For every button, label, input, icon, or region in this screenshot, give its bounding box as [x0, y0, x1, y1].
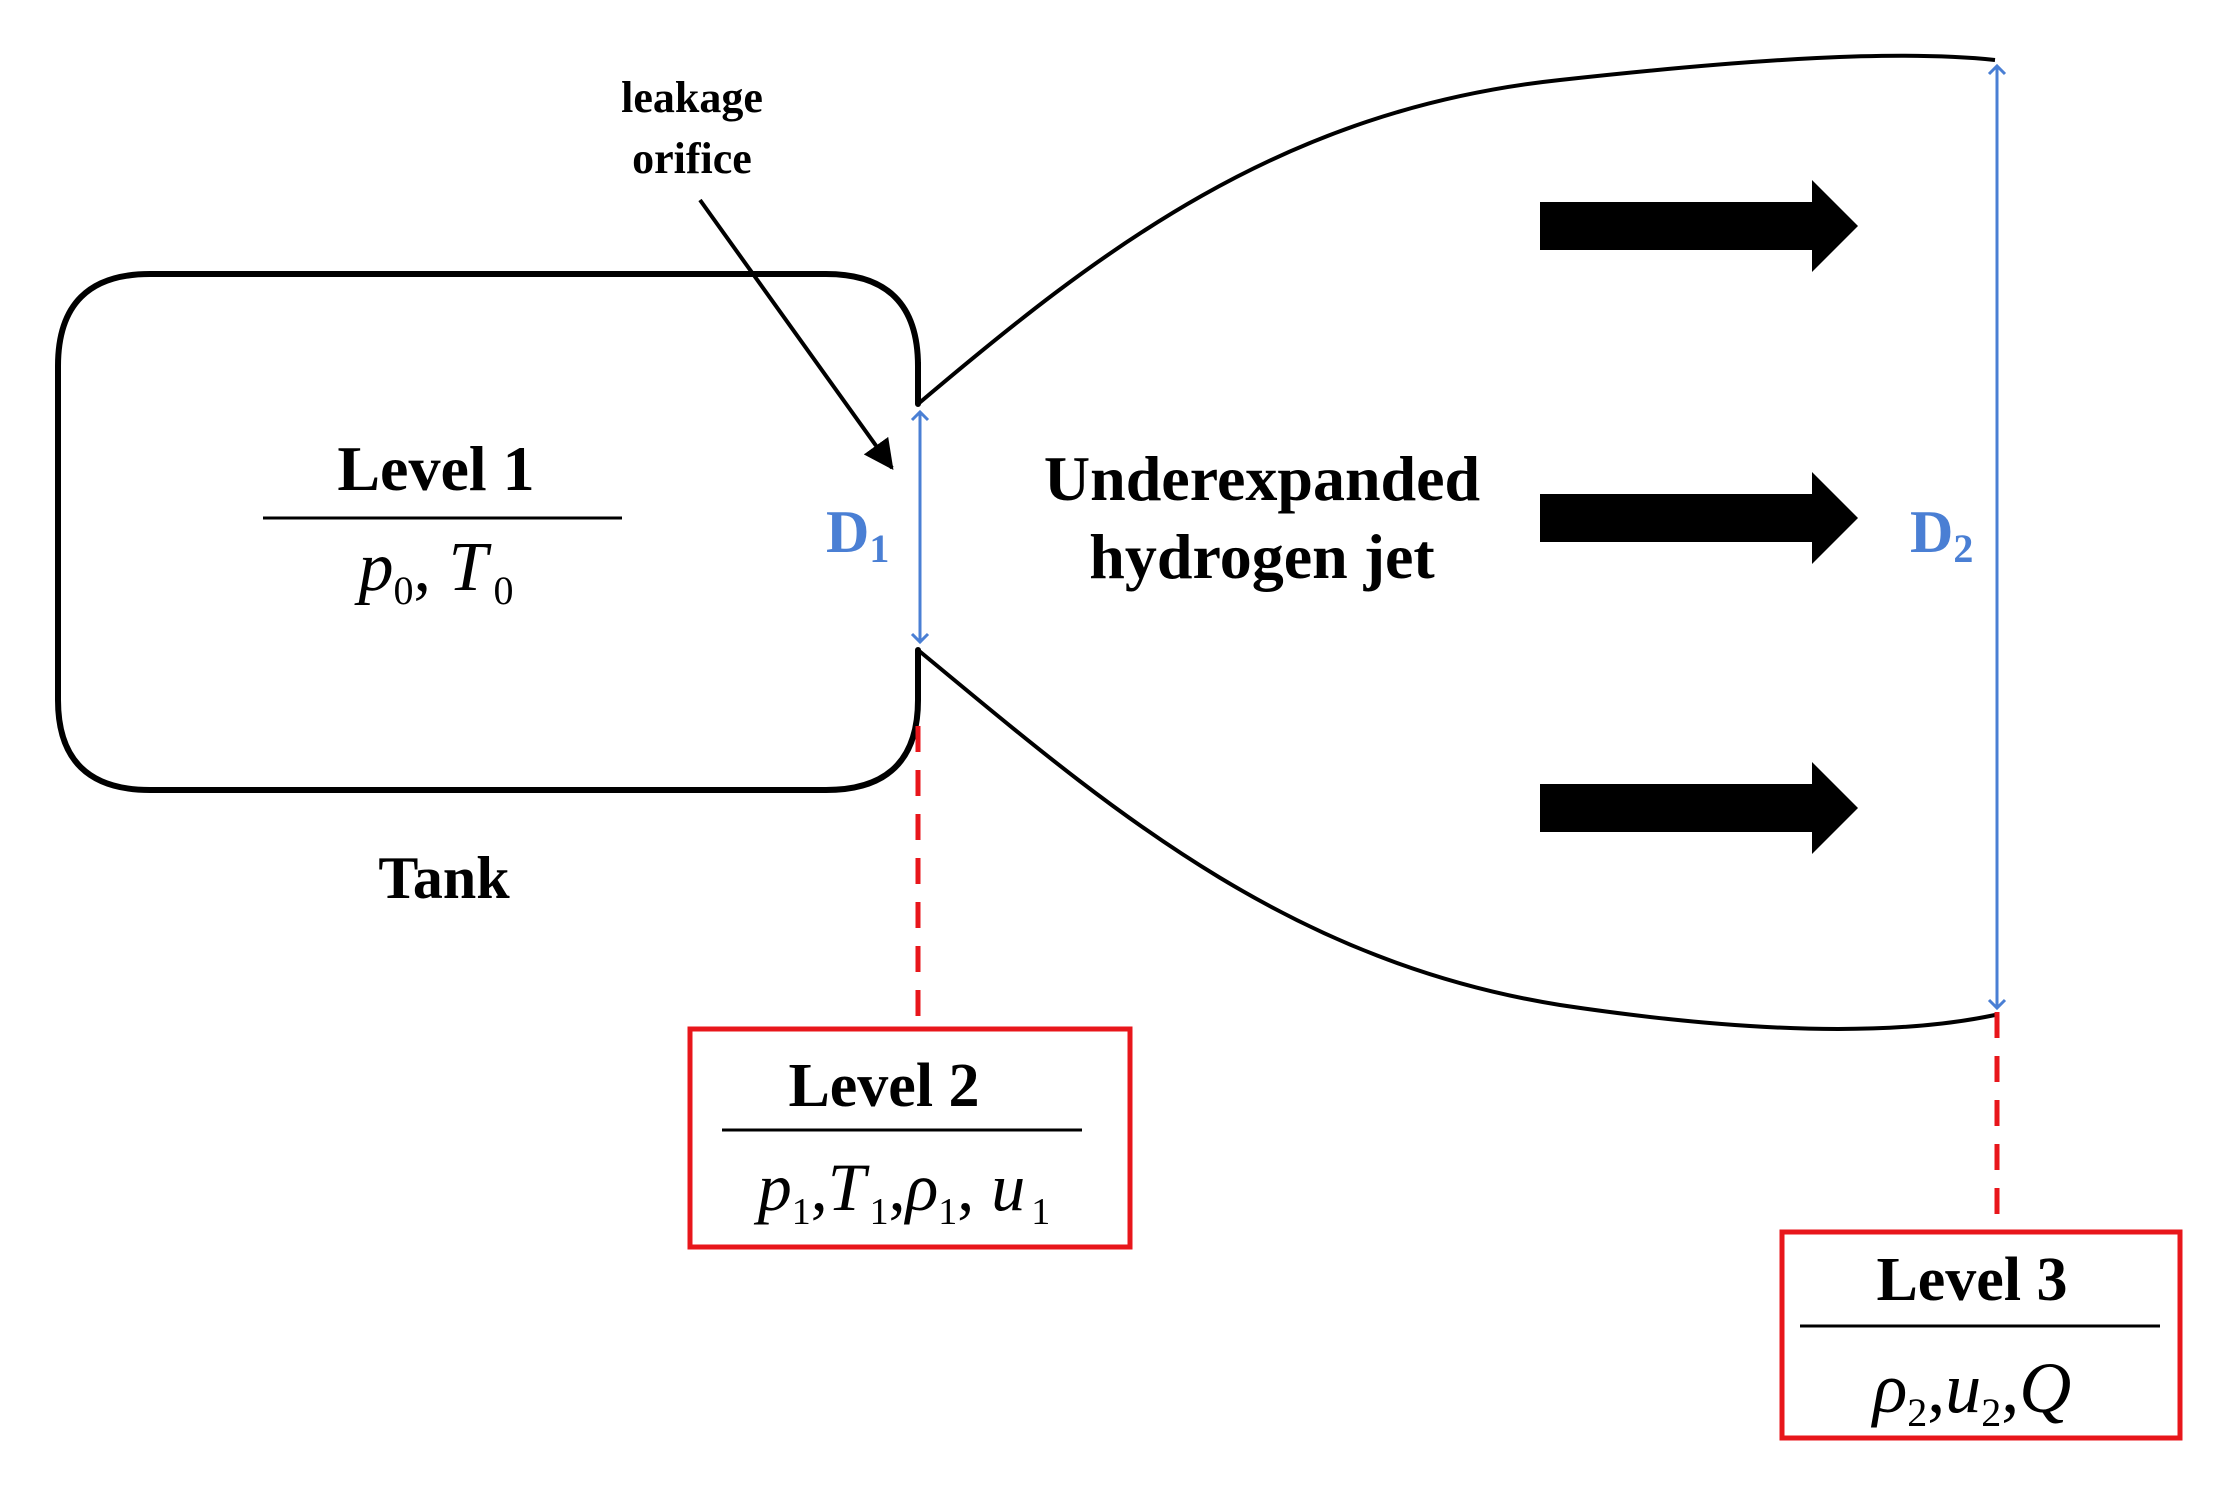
d2-label: D2 [1910, 499, 1973, 571]
jet-label-line2: hydrogen jet [1089, 521, 1435, 592]
level3-title: Level 3 [1876, 1246, 2067, 1314]
jet-label-line1: Underexpanded [1044, 443, 1480, 514]
arrow-right-icon [1540, 762, 1858, 854]
level3-vars: ρ2,u2,Q [1871, 1348, 2072, 1435]
orifice-label-line2: orifice [632, 134, 752, 183]
orifice-label-line1: leakage [621, 73, 763, 122]
level1-var-p: p [354, 529, 394, 606]
tank-caption: Tank [378, 845, 510, 911]
d1-label: D1 [826, 499, 889, 571]
orifice-pointer-arrow [698, 198, 894, 471]
level2-box [687, 1026, 1133, 1250]
level1-var-t: T [449, 529, 493, 606]
jet-boundary-lower [916, 648, 1996, 1031]
arrow-right-icon [1540, 180, 1858, 272]
level3-box [1779, 1229, 2183, 1441]
level2-title: Level 2 [788, 1052, 979, 1120]
jet-boundary-upper [916, 53, 1996, 406]
tank-outline [55, 271, 921, 793]
arrow-right-icon [1540, 472, 1858, 564]
level1-title: Level 1 [337, 433, 534, 504]
